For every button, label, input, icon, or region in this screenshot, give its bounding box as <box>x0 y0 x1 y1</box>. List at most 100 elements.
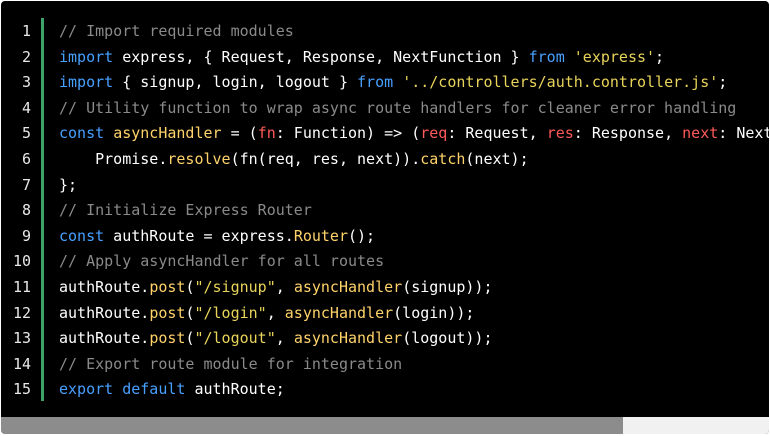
code-token: (signup)); <box>402 277 493 296</box>
code-content[interactable]: // Import required modules import express… <box>59 19 769 403</box>
code-token: req <box>420 124 448 143</box>
code-token: '../controllers/auth.controller.js' <box>402 73 719 92</box>
code-token: authRoute; <box>185 380 285 399</box>
code-token: ; <box>718 73 728 92</box>
line-number: 2 <box>21 47 31 66</box>
code-token: Promise. <box>59 149 168 168</box>
code-token: import <box>59 73 114 92</box>
code-line: // Import required modules <box>59 19 769 45</box>
code-line: authRoute.post("/signup", asyncHandler(s… <box>59 275 769 301</box>
horizontal-scrollbar[interactable] <box>1 417 769 434</box>
code-token: (next); <box>465 149 529 168</box>
code-token: authRoute. <box>59 329 150 348</box>
code-token: 'express' <box>573 47 656 66</box>
code-token <box>393 73 402 91</box>
code-line: // Initialize Express Router <box>59 198 769 224</box>
code-token: // Apply asyncHandler for all routes <box>59 252 385 271</box>
code-token: express, { Request, Response, NextFuncti… <box>113 47 529 66</box>
code-token: import <box>59 47 114 66</box>
code-token: ( <box>185 329 195 348</box>
code-token: // Initialize Express Router <box>59 201 312 220</box>
code-token <box>565 48 574 66</box>
code-token: asyncHandler <box>293 277 403 296</box>
code-token: from <box>528 47 565 66</box>
code-token: asyncHandler <box>293 329 403 348</box>
code-token: ( <box>185 277 195 296</box>
code-token: from <box>357 73 394 92</box>
code-token: next <box>682 124 719 143</box>
code-line: const authRoute = express.Router(); <box>59 224 769 250</box>
line-number: 4 <box>21 98 31 117</box>
code-token: Router <box>293 226 348 245</box>
code-token: post <box>149 329 186 348</box>
code-line: Promise.resolve(fn(req, res, next)).catc… <box>59 147 769 173</box>
line-number: 14 <box>12 354 31 373</box>
code-token: , <box>275 329 294 348</box>
code-token: { signup, login, logout } <box>113 73 358 92</box>
code-token: (fn(req, res, next)). <box>230 149 421 168</box>
code-token: fn <box>257 124 276 143</box>
code-token: catch <box>420 149 466 168</box>
code-token: // Export route module for integration <box>59 354 403 373</box>
code-token: (logout)); <box>402 329 493 348</box>
code-token: (login)); <box>393 303 475 322</box>
line-number: 11 <box>12 277 31 296</box>
code-token: resolve <box>167 149 231 168</box>
code-token: = ( <box>221 124 258 143</box>
code-line: }; <box>59 173 769 199</box>
code-token: post <box>149 277 186 296</box>
code-token: const <box>59 226 105 245</box>
line-number: 15 <box>12 380 31 399</box>
code-token: }; <box>59 175 78 194</box>
code-line: // Export route module for integration <box>59 352 769 378</box>
code-token: ; <box>655 47 665 66</box>
code-token: asyncHandler <box>284 303 394 322</box>
code-line: // Apply asyncHandler for all routes <box>59 249 769 275</box>
code-line: import { signup, login, logout } from '.… <box>59 70 769 96</box>
code-token: (); <box>348 226 376 245</box>
code-token: const <box>59 124 105 143</box>
code-token: , <box>266 303 285 322</box>
code-token: res <box>546 124 574 143</box>
line-number: 5 <box>21 124 31 143</box>
code-token: "/logout" <box>194 329 276 348</box>
code-token: // Import required modules <box>59 22 294 40</box>
code-line: import express, { Request, Response, Nex… <box>59 45 769 71</box>
scrollbar-thumb[interactable] <box>1 417 624 434</box>
code-line: authRoute.post("/login", asyncHandler(lo… <box>59 301 769 327</box>
code-line: // Utility function to wrap async route … <box>59 96 769 122</box>
code-token: export <box>59 380 114 399</box>
line-number: 12 <box>12 303 31 322</box>
code-token: asyncHandler <box>113 124 222 143</box>
line-number: 8 <box>21 201 31 220</box>
code-line: authRoute.post("/logout", asyncHandler(l… <box>59 326 769 352</box>
code-token: : Response, <box>573 124 683 143</box>
code-token: : Function) => ( <box>275 124 421 143</box>
code-token <box>104 124 113 142</box>
line-number: 6 <box>21 149 31 168</box>
code-token: // Utility function to wrap async route … <box>59 98 737 117</box>
line-number: 3 <box>21 73 31 92</box>
code-token <box>113 380 122 398</box>
code-token: post <box>149 303 186 322</box>
code-token: authRoute. <box>59 303 150 322</box>
line-number: 9 <box>21 226 31 245</box>
code-token: "/login" <box>194 303 267 322</box>
code-token: authRoute. <box>59 277 150 296</box>
code-token: default <box>122 380 186 399</box>
gutter-accent-bar <box>41 18 44 401</box>
line-number: 1 <box>21 22 31 40</box>
code-line: export default authRoute; <box>59 377 769 403</box>
code-token: authRoute = express. <box>104 226 294 245</box>
line-number: 10 <box>12 252 31 271</box>
code-token: : NextFunction) => <box>718 124 769 143</box>
code-token: : Request, <box>447 124 547 143</box>
code-line: const asyncHandler = (fn: Function) => (… <box>59 121 769 147</box>
code-token: ( <box>185 303 195 322</box>
line-number: 7 <box>21 175 31 194</box>
line-number: 13 <box>12 329 31 348</box>
code-token: "/signup" <box>194 277 276 296</box>
code-token: , <box>275 277 294 296</box>
